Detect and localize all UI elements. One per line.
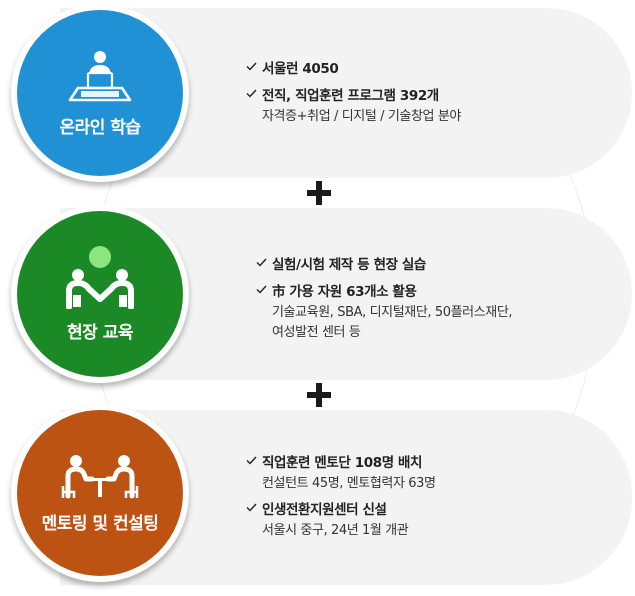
mentoring-consulting-badge: 멘토링 및 컨설팅 <box>11 404 189 582</box>
item-detail: 기술교육원, SBA, 디지털재단, 50플러스재단, <box>272 305 513 320</box>
item-title: 실험/시험 제작 등 현장 실습 <box>272 257 426 273</box>
online-learning-label: 온라인 학습 <box>59 118 141 138</box>
online-learning-items: 서울런 4050 전직, 직업훈련 프로그램 392개 자격증+취업 / 디지털… <box>246 58 461 132</box>
list-item: 직업훈련 멘토단 108명 배치 컨설턴트 45명, 멘토협력자 63명 <box>246 452 436 494</box>
item-title: 서울런 4050 <box>262 61 339 77</box>
item-title: 인생전환지원센터 신설 <box>262 502 387 518</box>
check-icon <box>246 503 257 512</box>
list-item: 서울런 4050 <box>246 58 461 80</box>
item-detail: 컨설턴트 45명, 멘토협력자 63명 <box>262 476 436 491</box>
list-item: 실험/시험 제작 등 현장 실습 <box>256 254 512 276</box>
laptop-user-icon <box>68 51 132 102</box>
list-item: 인생전환지원센터 신설 서울시 중구, 24년 1월 개관 <box>246 499 436 541</box>
field-education-label: 현장 교육 <box>67 323 133 343</box>
field-education-items: 실험/시험 제작 등 현장 실습 市 가용 자원 63개소 활용 기술교육원, … <box>256 254 513 348</box>
item-detail: 자격증+취업 / 디지털 / 기술창업 분야 <box>262 109 461 124</box>
online-learning-badge: 온라인 학습 <box>11 4 189 182</box>
item-title: 전직, 직업훈련 프로그램 392개 <box>262 88 439 104</box>
plus-icon <box>307 181 331 205</box>
mentoring-consulting-items: 직업훈련 멘토단 108명 배치 컨설턴트 45명, 멘토협력자 63명 인생전… <box>246 452 436 546</box>
check-icon <box>256 285 267 294</box>
check-icon <box>256 258 267 267</box>
mentoring-consulting-label: 멘토링 및 컨설팅 <box>41 514 159 534</box>
check-icon <box>246 89 257 98</box>
plus-icon <box>307 383 331 407</box>
item-detail: 여성발전 센터 등 <box>272 325 361 340</box>
meeting-table-icon <box>61 455 139 499</box>
hands-on-people-icon <box>66 246 134 309</box>
check-icon <box>246 62 257 71</box>
list-item: 市 가용 자원 63개소 활용 기술교육원, SBA, 디지털재단, 50플러스… <box>256 281 513 343</box>
item-title: 市 가용 자원 63개소 활용 <box>272 284 417 300</box>
item-detail: 서울시 중구, 24년 1월 개관 <box>262 523 409 538</box>
check-icon <box>246 456 257 465</box>
item-title: 직업훈련 멘토단 108명 배치 <box>262 455 423 471</box>
list-item: 전직, 직업훈련 프로그램 392개 자격증+취업 / 디지털 / 기술창업 분… <box>246 85 461 127</box>
field-education-badge: 현장 교육 <box>11 205 189 383</box>
